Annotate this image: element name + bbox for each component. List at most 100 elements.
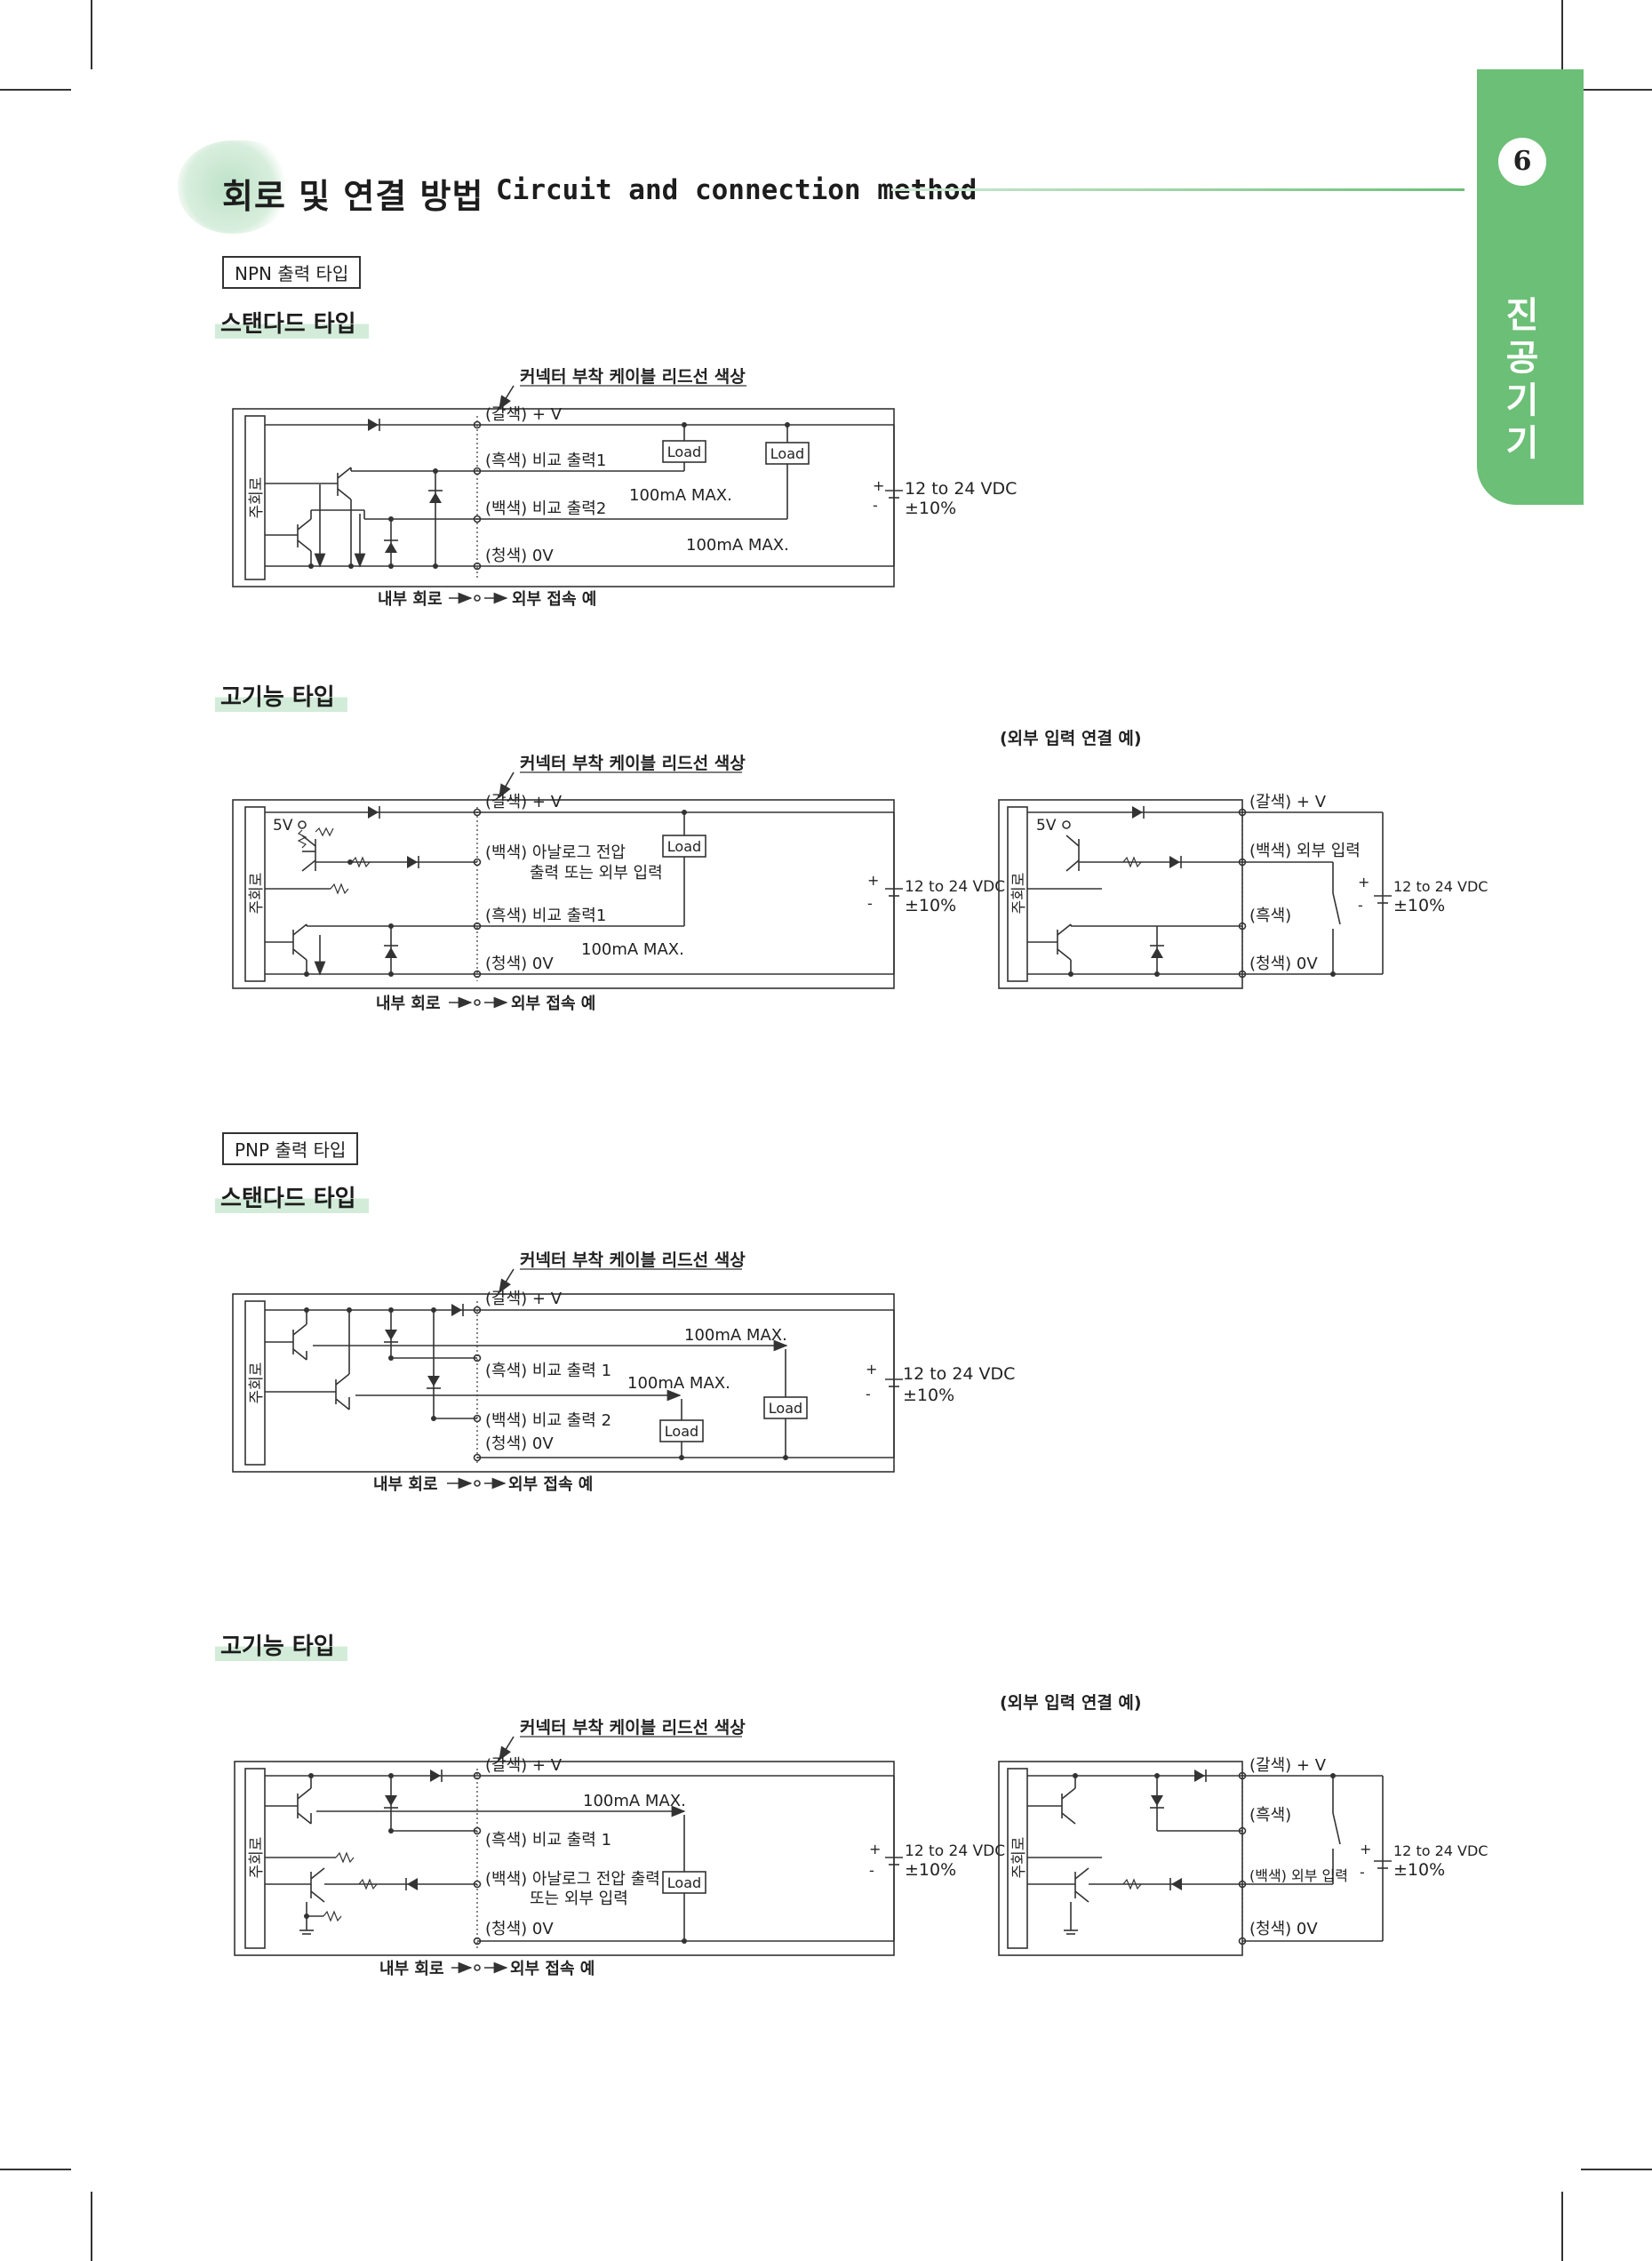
- crop-mark: [0, 2169, 71, 2170]
- main-circuit-label: 주회로: [248, 1362, 266, 1404]
- wire-zero-label: (청색) 0V: [485, 955, 554, 973]
- plus-sign: +: [873, 477, 884, 494]
- crop-mark: [91, 0, 92, 69]
- supply-voltage: 12 to 24 VDC: [903, 1364, 1015, 1384]
- minus-sign: -: [867, 895, 873, 912]
- ext-zero-label: (청색) 0V: [1249, 955, 1318, 973]
- supply-voltage: 12 to 24 VDC: [905, 479, 1017, 499]
- wire-v-label: (갈색) + V: [485, 793, 563, 811]
- crop-mark: [1581, 89, 1652, 91]
- pnp-ext-title: (외부 입력 연결 예): [1000, 1693, 1142, 1713]
- five-volt-label: 5V: [1036, 817, 1057, 835]
- inner-circuit-label: 내부 회로: [378, 590, 443, 609]
- plus-sign: +: [866, 1361, 877, 1378]
- chapter-char: 공: [1505, 338, 1539, 379]
- load-label: Load: [667, 443, 701, 460]
- title-rule: [891, 188, 1464, 191]
- outer-example-label: 외부 접속 예: [511, 995, 595, 1013]
- outer-example-label: 외부 접속 예: [512, 590, 596, 609]
- wire-zero-label: (청색) 0V: [485, 1920, 554, 1938]
- lead-color-header: 커넥터 부착 케이블 리드선 색상: [520, 1718, 746, 1738]
- outer-example-label: 외부 접속 예: [510, 1960, 595, 1978]
- supply-voltage: 12 to 24 VDC: [1393, 878, 1488, 895]
- load-label: Load: [665, 1423, 698, 1440]
- minus-sign: -: [1360, 1864, 1365, 1881]
- npn-high-circuit: 주회로 5V Load: [232, 754, 1005, 1013]
- load-label: Load: [667, 838, 701, 855]
- load-label: Load: [667, 1874, 701, 1891]
- crop-mark: [1581, 2169, 1652, 2170]
- chapter-char: 기: [1505, 380, 1539, 421]
- main-circuit-label: 주회로: [1010, 873, 1028, 915]
- wire-out2-label: (백색) 비교 출력 2: [485, 1411, 611, 1430]
- wire-v-label: (갈색) + V: [485, 405, 563, 424]
- inner-circuit-label: 내부 회로: [376, 995, 441, 1013]
- wire-out1-label: (흑색) 비교 출력1: [485, 907, 606, 925]
- minus-sign: -: [869, 1862, 874, 1879]
- pnp-section-label: PNP 출력 타입: [222, 1132, 359, 1165]
- crop-mark: [1561, 0, 1563, 69]
- pnp-std-label: 스탠다드 타입: [215, 1180, 369, 1213]
- wire-analog-label: (백색) 아날로그 전압 출력: [485, 1870, 660, 1889]
- ext-input-label: (백색) 외부 입력: [1249, 1867, 1348, 1884]
- supply-voltage: 12 to 24 VDC: [1393, 1842, 1488, 1859]
- ext-zero-label: (청색) 0V: [1249, 1920, 1318, 1938]
- wire-analog-label-2: 또는 외부 입력: [530, 1889, 628, 1908]
- crop-mark: [1561, 2192, 1563, 2261]
- wire-out1-label: (흑색) 비교 출력 1: [485, 1831, 611, 1850]
- load-label: Load: [770, 445, 804, 462]
- supply-tolerance: ±10%: [1393, 896, 1445, 915]
- npn-standard-circuit: 주회로: [232, 367, 1017, 609]
- main-circuit-label: 주회로: [248, 873, 266, 915]
- wire-out2-label: (백색) 비교 출력2: [485, 499, 606, 518]
- current-max-label: 100mA MAX.: [583, 1792, 686, 1810]
- wire-out1-label: (흑색) 비교 출력1: [485, 451, 606, 470]
- chapter-char: 진: [1505, 295, 1539, 336]
- lead-color-header: 커넥터 부착 케이블 리드선 색상: [520, 754, 746, 773]
- plus-sign: +: [869, 1841, 881, 1858]
- ext-input-label: (백색) 외부 입력: [1249, 842, 1361, 860]
- minus-sign: -: [866, 1386, 871, 1402]
- wire-out1-label: (흑색) 비교 출력 1: [485, 1362, 611, 1380]
- plus-sign: +: [1358, 874, 1369, 891]
- chapter-char: 기: [1505, 423, 1539, 464]
- wire-zero-label: (청색) 0V: [485, 547, 554, 565]
- inner-circuit-label: 내부 회로: [373, 1475, 438, 1494]
- ext-black-label: (흑색): [1249, 1806, 1291, 1825]
- lead-color-header: 커넥터 부착 케이블 리드선 색상: [520, 1250, 746, 1270]
- npn-ext-input-circuit: 주회로 5V + - 12 to 24 VDC: [998, 793, 1488, 989]
- main-circuit-label: 주회로: [1010, 1837, 1028, 1879]
- main-circuit-label: 주회로: [248, 477, 266, 519]
- wire-v-label: (갈색) + V: [485, 1756, 563, 1775]
- supply-tolerance: ±10%: [905, 1860, 956, 1880]
- wire-v-label: (갈색) + V: [485, 1290, 563, 1308]
- supply-tolerance: ±10%: [903, 1386, 954, 1405]
- title-decoration: [178, 140, 293, 234]
- supply-tolerance: ±10%: [1393, 1860, 1445, 1880]
- current-max-label: 100mA MAX.: [581, 940, 684, 959]
- supply-voltage: 12 to 24 VDC: [905, 1842, 1005, 1860]
- current-max-label: 100mA MAX.: [627, 1374, 730, 1393]
- supply-voltage: 12 to 24 VDC: [905, 878, 1005, 896]
- ext-v-label: (갈색) + V: [1249, 793, 1327, 811]
- load-label: Load: [769, 1400, 802, 1417]
- plus-sign: +: [1360, 1841, 1371, 1858]
- plus-sign: +: [867, 872, 879, 889]
- npn-section-label: NPN 출력 타입: [222, 256, 362, 289]
- supply-tolerance: ±10%: [905, 896, 956, 915]
- pnp-ext-input-circuit: 주회로 + - 12 to 24 V: [998, 1756, 1488, 1956]
- current-max-label: 100mA MAX.: [684, 1326, 787, 1345]
- pnp-hi-label: 고기능 타입: [215, 1628, 347, 1661]
- crop-mark: [0, 89, 71, 91]
- crop-mark: [91, 2192, 92, 2261]
- pnp-standard-circuit: 주회로 Load Load: [232, 1250, 1015, 1494]
- minus-sign: -: [1358, 897, 1363, 914]
- ext-v-label: (갈색) + V: [1249, 1756, 1327, 1775]
- five-volt-label: 5V: [273, 817, 293, 835]
- chapter-number: 6: [1498, 138, 1546, 186]
- wire-zero-label: (청색) 0V: [485, 1434, 554, 1453]
- current-max-label: 100mA MAX.: [629, 486, 732, 505]
- npn-ext-title: (외부 입력 연결 예): [1000, 729, 1142, 748]
- supply-tolerance: ±10%: [905, 499, 956, 518]
